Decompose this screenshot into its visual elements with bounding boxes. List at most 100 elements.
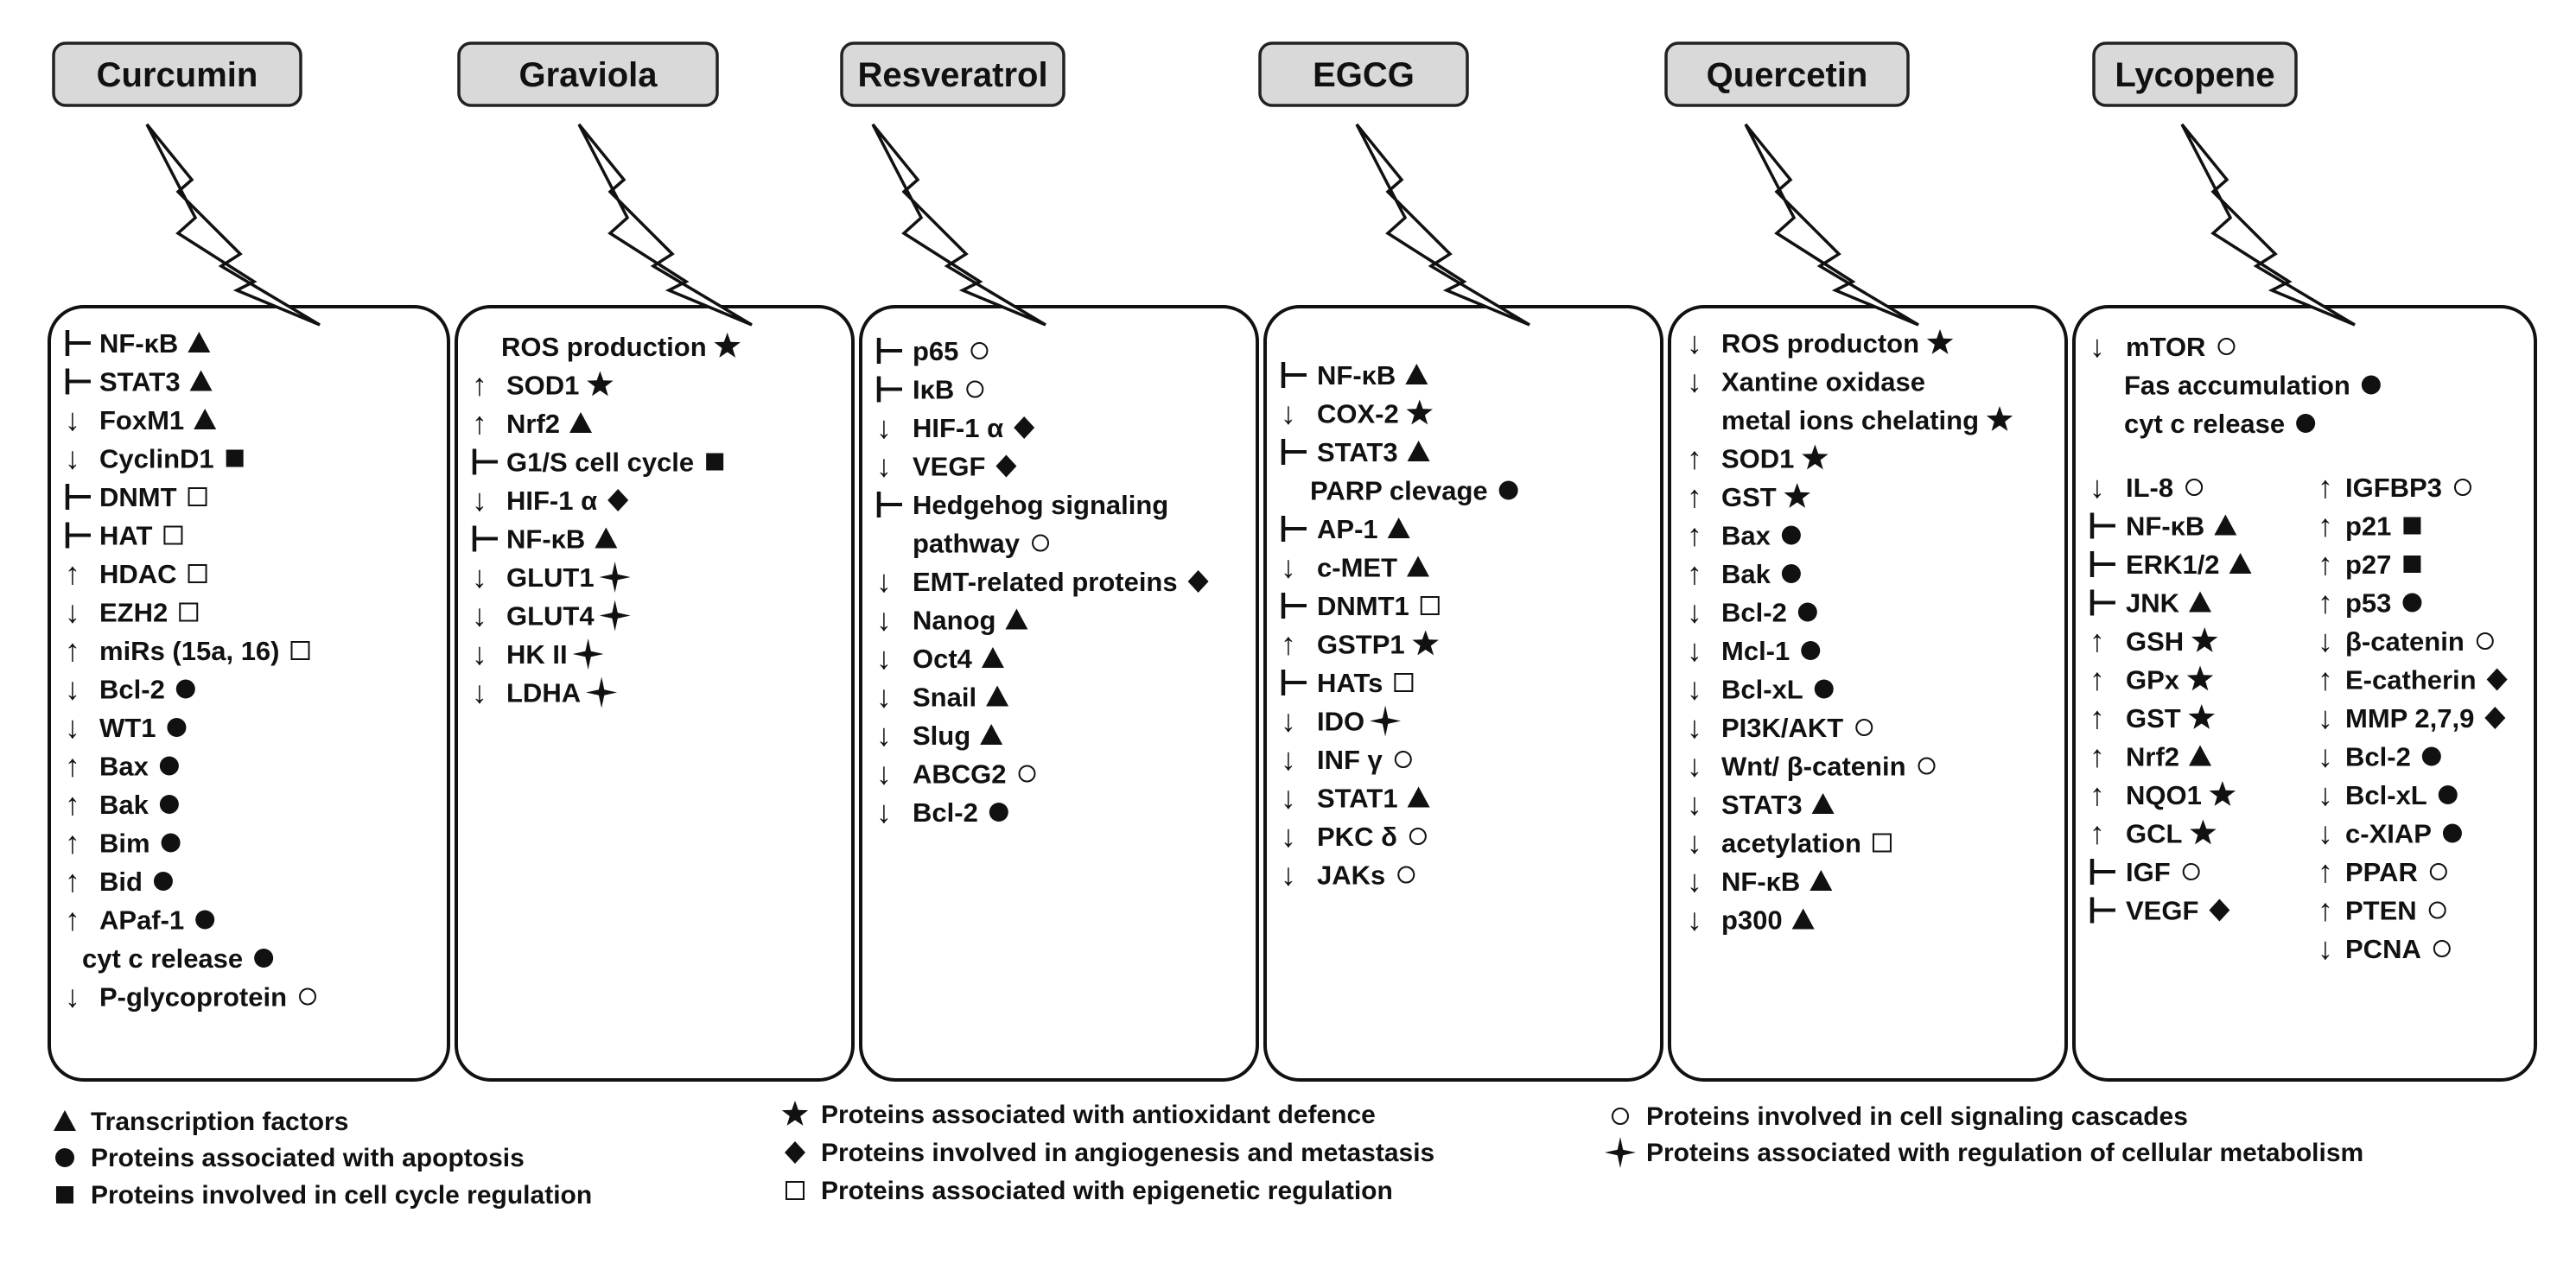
downregulation-arrow-icon: ↓ bbox=[876, 602, 892, 638]
inhibition-icon bbox=[2089, 589, 2115, 616]
item-label: PI3K/AKT bbox=[1721, 713, 1843, 743]
item-cox-2: ↓COX-2 bbox=[1281, 396, 1433, 431]
downregulation-arrow-icon: ↓ bbox=[2089, 328, 2105, 364]
item-hdac: ↑HDAC bbox=[65, 556, 207, 591]
legend-square-icon bbox=[56, 1186, 73, 1203]
item-p53: ↑p53 bbox=[2318, 585, 2422, 620]
symbol-open-circle-icon bbox=[1018, 765, 1036, 783]
item-nf-b: ↓NF-κB bbox=[1687, 863, 1833, 899]
item-label: HK II bbox=[506, 639, 568, 670]
symbol-diamond-icon bbox=[2486, 668, 2508, 691]
symbol-circle-icon bbox=[195, 910, 215, 930]
symbol-diamond-icon bbox=[1014, 416, 1035, 439]
item-hat: HAT bbox=[65, 521, 183, 551]
symbol-circle-icon bbox=[161, 833, 181, 853]
symbol-open-circle-icon bbox=[2453, 479, 2471, 496]
downregulation-arrow-icon: ↓ bbox=[876, 640, 892, 676]
symbol-cross-star-icon bbox=[599, 600, 631, 632]
symbol-open-circle-icon bbox=[2433, 940, 2451, 957]
symbol-open-square-icon bbox=[188, 564, 207, 583]
item-c-xiap: ↓c-XIAP bbox=[2318, 816, 2462, 851]
item-label: SOD1 bbox=[506, 371, 579, 401]
item-ldha: ↓ LDHA bbox=[472, 675, 618, 710]
item-mmp-2-7-9: ↓MMP 2,7,9 bbox=[2318, 700, 2506, 735]
item-glut4: ↓GLUT4 bbox=[472, 598, 631, 633]
item-label: VEGF bbox=[2126, 896, 2198, 926]
inhibition-icon bbox=[876, 338, 902, 364]
item-label: Nrf2 bbox=[2126, 742, 2179, 772]
item-label: Bax bbox=[1721, 521, 1771, 551]
item-gst: ↑GST bbox=[2089, 700, 2215, 735]
symbol-cross-star-icon bbox=[1370, 705, 1402, 737]
symbol-circle-icon bbox=[1797, 602, 1817, 622]
item-cyt-c-release: cyt c release bbox=[2124, 409, 2316, 439]
inhibition-icon bbox=[1281, 593, 1307, 619]
symbol-diamond-icon bbox=[995, 454, 1017, 478]
symbol-open-circle-icon bbox=[1409, 828, 1427, 845]
legend-item-proteins-involved-in-angiogenesis-and-metastasis: Proteins involved in angiogenesis and me… bbox=[785, 1139, 1434, 1167]
downregulation-arrow-icon: ↓ bbox=[2318, 930, 2333, 966]
downregulation-arrow-icon: ↓ bbox=[472, 675, 487, 710]
item-igf: IGF bbox=[2089, 857, 2200, 887]
symbol-star-icon bbox=[2186, 665, 2214, 691]
legend-label: Proteins associated with apoptosis bbox=[91, 1144, 525, 1172]
lightning-bolt-icon bbox=[871, 123, 1046, 327]
item-label: pathway bbox=[913, 529, 1021, 559]
symbol-open-circle-icon bbox=[1855, 719, 1873, 736]
item-label: ROS producton bbox=[1721, 328, 1919, 359]
item-inf: ↓INF γ bbox=[1281, 741, 1412, 777]
item-label: FoxM1 bbox=[99, 405, 184, 435]
item-jnk: JNK bbox=[2089, 588, 2212, 619]
item-vegf: VEGF bbox=[2089, 896, 2230, 926]
compound-panel-quercetin: Quercetin↓ROS producton↓Xantine oxidasem… bbox=[1664, 41, 2068, 1082]
item-nrf2: ↑ Nrf2 bbox=[2089, 739, 2212, 774]
item-igfbp3: ↑IGFBP3 bbox=[2318, 469, 2471, 505]
upregulation-arrow-icon: ↑ bbox=[2089, 739, 2105, 774]
item-label: STAT3 bbox=[99, 367, 181, 397]
inhibition-icon bbox=[1281, 439, 1307, 465]
item-label: EMT-related proteins bbox=[913, 567, 1178, 597]
item-cyt-c-release: cyt c release bbox=[82, 943, 274, 974]
upregulation-arrow-icon: ↑ bbox=[2089, 623, 2105, 658]
symbol-star-icon bbox=[1986, 406, 2013, 431]
item-label: STAT3 bbox=[1721, 790, 1803, 820]
item-label: GCL bbox=[2126, 819, 2182, 849]
symbol-triangle-icon bbox=[1407, 441, 1430, 461]
item-label: LDHA bbox=[506, 678, 581, 708]
item-mcl-1: ↓Mcl-1 bbox=[1687, 632, 1821, 668]
item-nf-b: NF-κB bbox=[65, 328, 211, 359]
symbol-triangle-icon bbox=[1005, 608, 1028, 630]
item-label: Snail bbox=[913, 683, 976, 713]
item-foxm1: ↓FoxM1 bbox=[65, 402, 217, 437]
symbol-open-circle-icon bbox=[2182, 863, 2200, 880]
item-ezh2: ↓EZH2 bbox=[65, 594, 199, 630]
symbol-star-icon bbox=[2209, 781, 2236, 806]
symbol-square-icon bbox=[2403, 556, 2421, 573]
item-label: ROS production bbox=[501, 332, 707, 362]
inhibition-icon bbox=[876, 492, 902, 518]
compound-title: Resveratrol bbox=[857, 56, 1047, 94]
symbol-triangle-icon bbox=[188, 332, 211, 352]
item-label: Slug bbox=[913, 721, 970, 751]
item-label: p65 bbox=[913, 336, 958, 366]
symbol-circle-icon bbox=[1781, 564, 1801, 583]
item-p65: p65 bbox=[876, 336, 989, 366]
item-bim: ↑Bim bbox=[65, 825, 181, 860]
item-label: NF-κB bbox=[2126, 511, 2204, 542]
symbol-triangle-icon bbox=[1407, 556, 1429, 577]
inhibition-icon bbox=[2089, 551, 2115, 577]
legend-open-circle-icon bbox=[1612, 1108, 1629, 1125]
downregulation-arrow-icon: ↓ bbox=[65, 979, 80, 1014]
item-label: Nanog bbox=[913, 606, 995, 636]
item-stat3: STAT3 bbox=[1281, 437, 1430, 467]
item-label: metal ions chelating bbox=[1721, 405, 1979, 435]
downregulation-arrow-icon: ↓ bbox=[2318, 623, 2333, 658]
compound-title-box bbox=[1664, 41, 1910, 107]
symbol-diamond-icon bbox=[1187, 570, 1209, 593]
item-bcl-xl: ↓Bcl-xL bbox=[2318, 777, 2458, 812]
upregulation-arrow-icon: ↑ bbox=[2318, 854, 2333, 889]
item-pathway: pathway bbox=[913, 529, 1050, 559]
item-label: Bid bbox=[99, 867, 143, 897]
